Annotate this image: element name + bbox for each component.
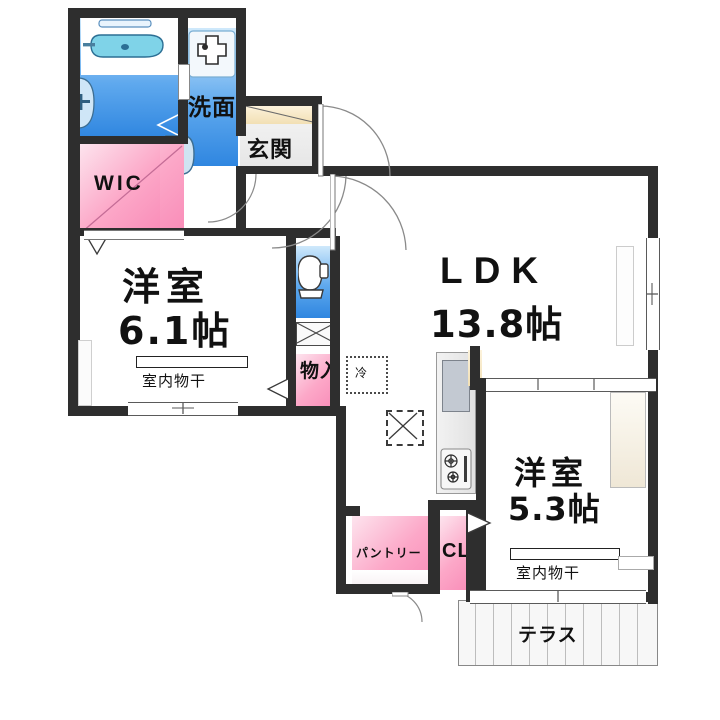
wall-hall-left: [236, 166, 246, 234]
wall-left-lower: [68, 228, 80, 414]
room-label-bedroom2: 洋室: [514, 454, 589, 492]
shower-corner-icon: [156, 113, 180, 137]
wall-bedroom2-left: [476, 386, 486, 602]
room-size-bedroom1: 6.1帖: [118, 309, 232, 353]
wall-right-bath: [236, 8, 246, 136]
wall-cl-left: [428, 506, 440, 594]
room-label-wic: WIC: [94, 172, 144, 195]
door-bedroom1-arrow[interactable]: [266, 378, 290, 400]
wall-top-1: [68, 8, 246, 18]
room-storage: [296, 354, 332, 410]
genkan-step-diagonal: [240, 104, 318, 124]
door-pantry-swing[interactable]: [392, 592, 426, 626]
sliding-panel-bedroom2: [610, 392, 646, 488]
wall-kitchen-right: [470, 346, 480, 390]
wic-diagonal: [81, 145, 183, 233]
wall-genkan-bottom: [236, 166, 322, 174]
room-label-ldk: LDK: [440, 250, 550, 291]
room-wic-ext: [80, 144, 160, 234]
fridge-box: [346, 356, 388, 394]
room-size-ldk: 13.8帖: [430, 303, 564, 346]
wall-corridor-left: [330, 236, 340, 416]
kitchen-sink-icon: [442, 360, 470, 412]
panel-bedroom1-west: [78, 340, 92, 406]
door-bathroom[interactable]: [178, 64, 190, 100]
room-label-pantry: パントリー: [356, 546, 422, 560]
window-bedroom2-north-mullion: [537, 378, 595, 390]
wall-genkan-right: [312, 96, 322, 174]
sliding-panel-ldk: [616, 246, 634, 346]
door-cl-arrow[interactable]: [466, 512, 492, 534]
wall-kitchen-base: [428, 500, 478, 510]
wall-toilet-top: [286, 228, 336, 238]
laundry-bar-bedroom1: [136, 356, 248, 368]
shelf-bedroom2: [618, 556, 654, 570]
room-label-washroom: 洗面: [188, 95, 236, 121]
room-label-storage: 物入: [300, 360, 341, 382]
vanity-sink-icon: [72, 77, 95, 129]
window-bedroom2-south-mullion: [557, 590, 559, 602]
stove-icon: [440, 448, 472, 490]
terrace-area: [458, 600, 658, 666]
wall-bedroom1-top: [68, 228, 308, 236]
laundry-label-bedroom1: 室内物干: [142, 372, 207, 390]
room-label-terrace: テラス: [518, 624, 578, 646]
door-genkan-swing[interactable]: [318, 104, 394, 180]
x-box-cross: [296, 322, 336, 344]
bathtub-icon: [83, 19, 164, 74]
room-label-genkan: 玄関: [247, 138, 294, 163]
washing-machine-icon: [188, 30, 236, 78]
toilet-icon: [298, 255, 329, 299]
wall-left-upper: [68, 8, 80, 236]
door-washroom-swing[interactable]: [206, 172, 258, 226]
appliance-dashed-box: [386, 410, 424, 446]
appliance-box-cross: [388, 412, 418, 440]
wall-bedroom1-right: [286, 236, 296, 416]
fridge-label: 冷: [355, 366, 369, 380]
door-hall-swing-right[interactable]: [330, 174, 412, 254]
window-ldk-east-mullion: [646, 283, 658, 305]
door-hall-swing-left[interactable]: [268, 174, 348, 252]
wall-genkan-top: [236, 96, 322, 106]
laundry-label-bedroom2: 室内物干: [516, 564, 581, 582]
door-wic-opening[interactable]: [84, 230, 184, 240]
wall-pantry-bottom: [336, 584, 440, 594]
wall-ldk-top: [322, 166, 658, 176]
window-bedroom2-north: [486, 378, 656, 392]
room-size-bedroom2: 5.3帖: [508, 490, 601, 528]
laundry-bar-bedroom2: [510, 548, 620, 560]
wall-center-spine: [336, 406, 346, 592]
wall-bath-bottom: [80, 136, 188, 144]
window-bedroom1-mullion: [172, 402, 194, 414]
room-label-cl: CL: [442, 540, 471, 562]
room-label-bedroom1: 洋室: [122, 265, 211, 309]
wall-pantry-topleft: [336, 506, 360, 516]
